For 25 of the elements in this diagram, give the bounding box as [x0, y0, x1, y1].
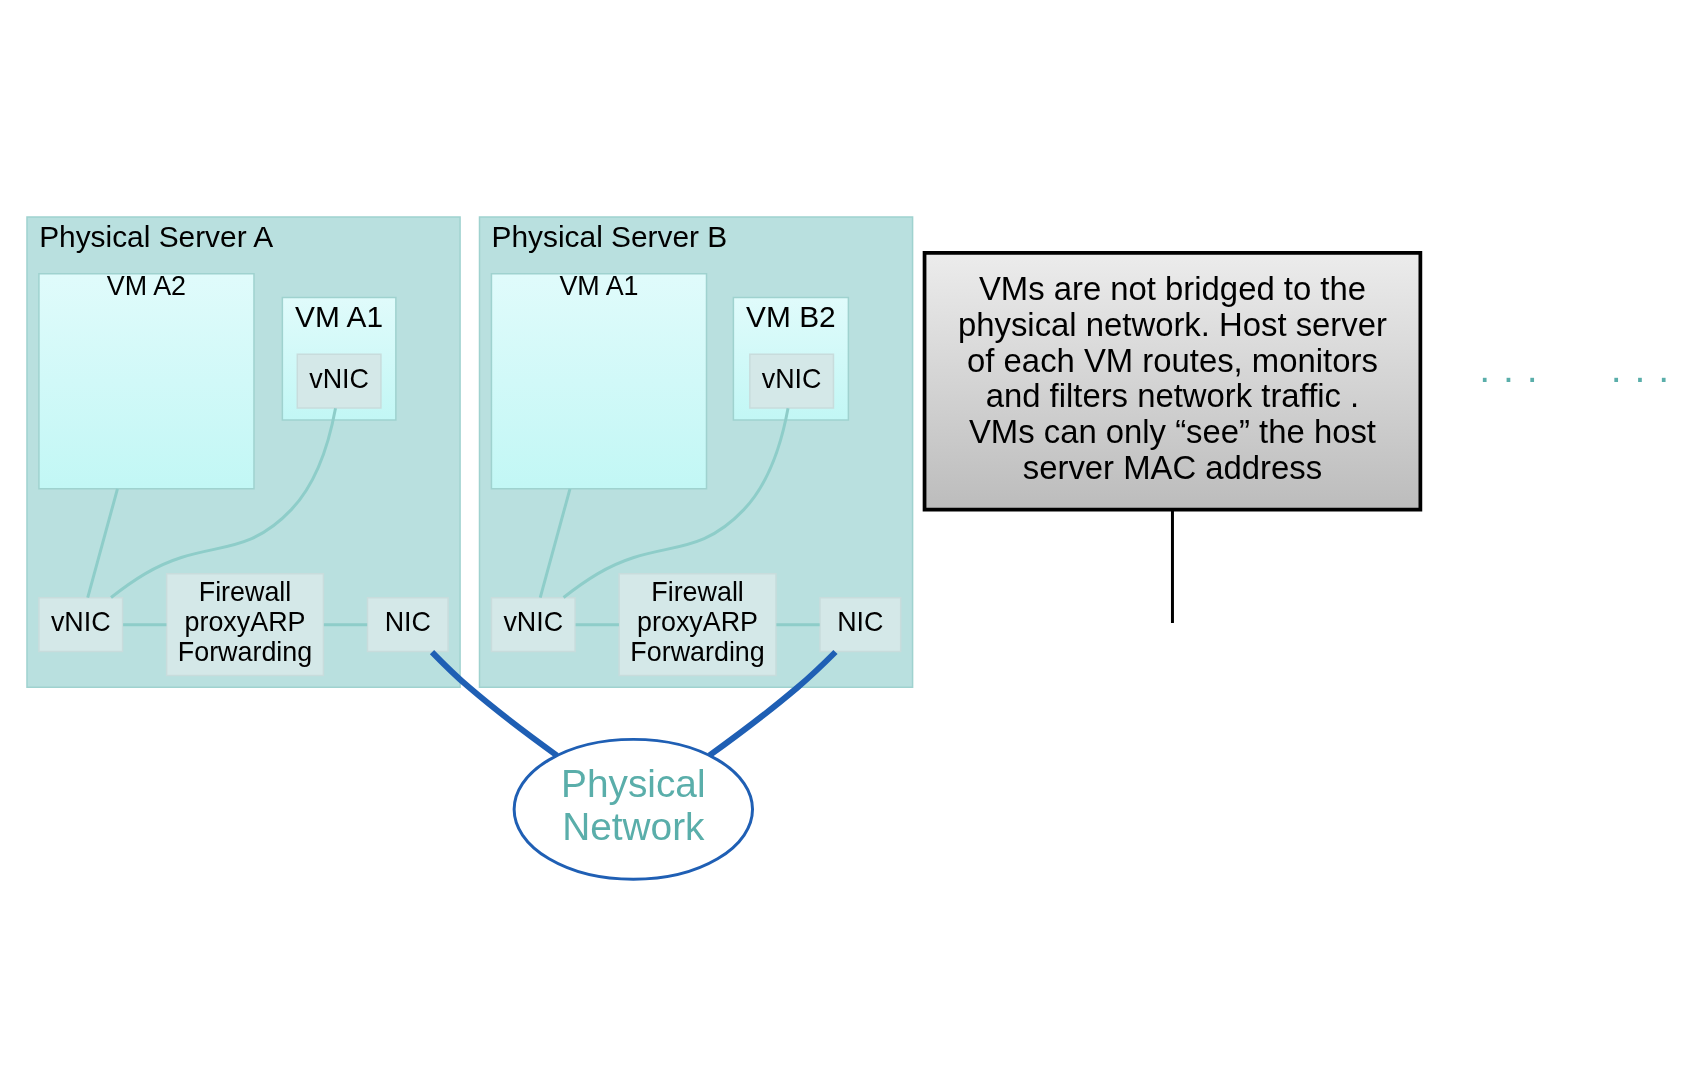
- connector: [538, 487, 572, 598]
- label: · · ·: [1478, 355, 1539, 399]
- connector: [562, 407, 790, 599]
- node-box: VM A1: [490, 272, 708, 489]
- node-box: Firewall proxyARP Forwarding: [165, 572, 325, 676]
- node-box: VMs are not bridged to the physical network. Host server of each VM routes, monitors and filters network traffic . VMs can only “see” the host server MAC address: [922, 250, 1423, 511]
- node-box: vNIC: [490, 596, 576, 652]
- node-box: vNIC: [749, 353, 835, 409]
- node-box: NIC: [819, 596, 902, 652]
- connector: [323, 622, 368, 626]
- node-box: VM A2: [38, 272, 255, 489]
- connector: [110, 407, 337, 599]
- node-ellipse: Physical Network: [512, 737, 754, 881]
- connector: [429, 649, 559, 758]
- connector: [86, 487, 119, 598]
- node-box: Firewall proxyARP Forwarding: [618, 572, 777, 676]
- connector: [1170, 509, 1174, 623]
- label: · · ·: [1609, 355, 1671, 399]
- connector: [575, 622, 619, 626]
- node-box: vNIC: [38, 596, 124, 652]
- connector: [123, 622, 167, 626]
- node-box: NIC: [366, 596, 449, 652]
- connector: [776, 622, 820, 626]
- connector: [707, 649, 838, 758]
- node-box: vNIC: [296, 353, 382, 409]
